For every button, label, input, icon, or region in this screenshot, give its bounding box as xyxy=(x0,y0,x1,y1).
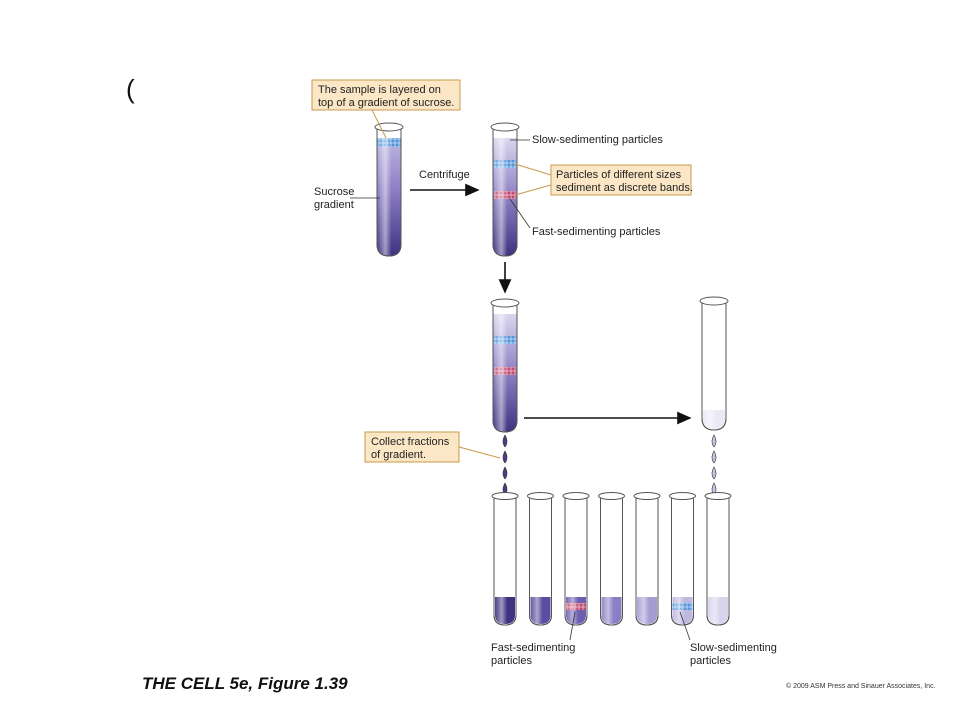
drop-left-1 xyxy=(502,450,508,464)
callout-bands: Particles of different sizes sediment as… xyxy=(514,163,693,196)
tube-initial xyxy=(374,122,404,257)
title-fragment: ( xyxy=(126,74,135,104)
fraction-tubes xyxy=(491,492,732,626)
svg-text:Fast-sedimenting particles: Fast-sedimenting particles xyxy=(532,226,661,238)
tube-collecting xyxy=(490,298,520,433)
fraction-tube-3 xyxy=(562,492,590,626)
drops-left xyxy=(502,434,508,496)
callout-sample-line1: The sample is layered on xyxy=(318,84,441,96)
callout-sample-line2: top of a gradient of sucrose. xyxy=(318,97,454,109)
drop-right-2 xyxy=(711,466,717,480)
svg-text:Fast-sedimenting: Fast-sedimenting xyxy=(491,642,575,654)
svg-text:particles: particles xyxy=(690,655,731,667)
svg-text:of gradient.: of gradient. xyxy=(371,449,426,461)
copyright-notice: © 2009 ASM Press and Sinauer Associates,… xyxy=(786,683,936,690)
svg-text:gradient: gradient xyxy=(314,199,354,211)
tube-centrifuged xyxy=(490,122,520,257)
label-slow-sedimenting: Slow-sedimenting particles xyxy=(510,134,663,146)
svg-text:Particles of different sizes: Particles of different sizes xyxy=(556,169,682,181)
svg-text:Sucrose: Sucrose xyxy=(314,186,354,198)
svg-text:Slow-sedimenting particles: Slow-sedimenting particles xyxy=(532,134,663,146)
svg-text:particles: particles xyxy=(491,655,532,667)
drop-right-0 xyxy=(711,434,717,448)
centrifuge-arrow: Centrifuge xyxy=(410,169,480,197)
drop-left-2 xyxy=(502,466,508,480)
tube-emptied xyxy=(699,296,729,431)
svg-text:Slow-sedimenting: Slow-sedimenting xyxy=(690,642,777,654)
label-fast-sedimenting: Fast-sedimenting particles xyxy=(509,198,661,238)
callout-collect: Collect fractions of gradient. xyxy=(364,431,501,463)
callout-sample: The sample is layered on top of a gradie… xyxy=(311,79,461,139)
centrifuge-label: Centrifuge xyxy=(419,169,470,181)
drop-left-0 xyxy=(502,434,508,448)
fraction-tube-6 xyxy=(669,492,696,626)
fraction-tube-4 xyxy=(598,492,625,626)
label-sucrose-gradient: Sucrose gradient xyxy=(314,186,380,211)
svg-text:sediment as discrete bands.: sediment as discrete bands. xyxy=(556,182,693,194)
fraction-tube-5 xyxy=(633,492,661,626)
fraction-tube-7 xyxy=(704,492,732,626)
svg-text:Collect fractions: Collect fractions xyxy=(371,436,450,448)
label-bottom-slow: Slow-sedimenting particles xyxy=(679,611,777,667)
label-bottom-fast: Fast-sedimenting particles xyxy=(491,611,576,667)
drops-right xyxy=(711,434,717,496)
drop-right-1 xyxy=(711,450,717,464)
fraction-tube-2 xyxy=(527,492,554,626)
fraction-tube-1 xyxy=(491,492,519,626)
figure-caption: THE CELL 5e, Figure 1.39 xyxy=(142,674,348,693)
